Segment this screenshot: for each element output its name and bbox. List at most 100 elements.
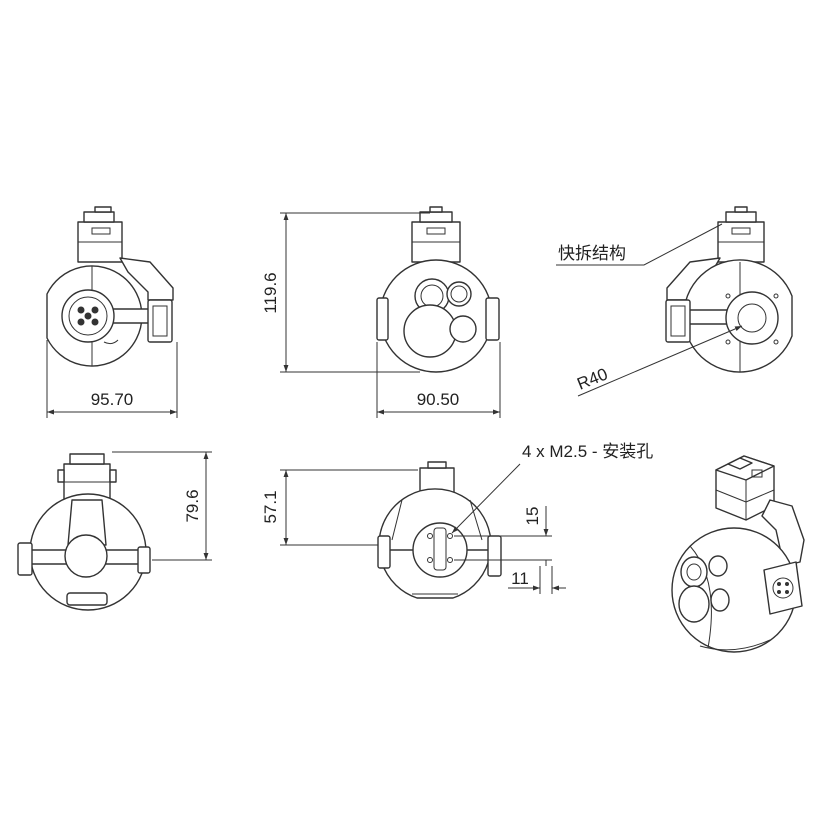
top-view: 79.6 — [17, 451, 212, 611]
mount-seam — [715, 489, 747, 503]
body-seam — [689, 545, 712, 649]
lens-zoom — [403, 304, 457, 358]
lens-aux — [710, 588, 730, 612]
lens-small — [708, 555, 728, 577]
mount-hole — [447, 557, 453, 563]
dimension-label: 90.50 — [417, 390, 460, 409]
motor-block — [665, 299, 691, 343]
screw-hole — [725, 293, 731, 299]
leader-line — [556, 223, 723, 266]
lens-array — [678, 555, 730, 623]
mount-tab — [429, 206, 443, 213]
left-motor — [17, 542, 33, 576]
bottom-slot — [66, 592, 108, 606]
mount-hole — [447, 533, 453, 539]
dimension-label: 119.6 — [261, 272, 280, 313]
dimension-label: 79.6 — [183, 489, 202, 522]
dimension-label: 11 — [511, 569, 529, 588]
bottom-view: 57.1 4 x M2.5 - 安装孔 15 11 — [261, 442, 653, 599]
screw-hole — [773, 293, 779, 299]
motor-dot — [785, 590, 789, 594]
center-hub — [64, 534, 108, 578]
lens-dot — [91, 306, 99, 314]
quick-release-mount — [717, 206, 765, 263]
lens-inner-ring — [68, 296, 108, 336]
mount-plate — [412, 522, 468, 578]
left-motor — [377, 535, 391, 569]
lens-aux — [449, 315, 477, 343]
lens-zoom — [678, 585, 710, 623]
callout-quick-release: 快拆结构 — [556, 223, 723, 266]
mount-tab — [734, 206, 748, 213]
mount-cap — [69, 453, 105, 465]
lens-dot — [91, 318, 99, 326]
leader-line — [577, 325, 743, 397]
mount-cap — [427, 461, 447, 469]
mount-slot — [751, 469, 763, 478]
lens-wide-inner — [686, 563, 702, 581]
front-view: 119.6 90.50 — [261, 206, 501, 418]
dimension-height: 57.1 — [261, 469, 418, 546]
quick-release-mount — [715, 455, 775, 521]
dimension-label: 57.1 — [261, 490, 280, 523]
mount-hole — [427, 533, 433, 539]
callout-label: 4 x M2.5 - 安装孔 — [522, 442, 653, 461]
lens-dot — [77, 318, 85, 326]
quick-release-mount — [57, 453, 117, 501]
mount-cap — [83, 211, 115, 223]
lens-array — [403, 278, 477, 358]
motor-dot — [777, 582, 781, 586]
mount-plate-inner — [737, 303, 767, 333]
mount-tab — [109, 469, 117, 483]
dimension-width: 95.70 — [46, 340, 178, 418]
lens-wide — [680, 556, 708, 588]
body-detail — [699, 639, 771, 651]
screw-hole — [773, 339, 779, 345]
lens-dot — [84, 312, 92, 320]
right-motor — [485, 297, 500, 341]
mount-hole — [427, 557, 433, 563]
mount-tab — [57, 469, 65, 483]
dimension-label: 95.70 — [91, 390, 134, 409]
callout-label: 快拆结构 — [558, 244, 626, 263]
mount-seam — [745, 489, 775, 503]
quick-release-mount — [411, 206, 461, 263]
right-motor — [487, 535, 502, 577]
dimension-height: 119.6 — [261, 212, 430, 373]
body-detail — [103, 339, 119, 345]
body-detail — [391, 499, 483, 541]
mount-slot — [731, 227, 751, 235]
lens-dot — [77, 306, 85, 314]
dimension-hole-spacing-horizontal: 11 — [508, 566, 566, 594]
dimension-width: 90.50 — [376, 342, 501, 418]
left-motor — [376, 297, 389, 341]
mount-cap — [725, 211, 757, 223]
mount-tab — [94, 206, 112, 213]
isometric-view — [671, 455, 805, 653]
motor-cap — [772, 577, 794, 599]
dimension-hole-spacing-vertical: 15 — [454, 506, 552, 566]
motor-block — [147, 299, 173, 343]
motor-dot — [777, 590, 781, 594]
dimension-height: 79.6 — [112, 451, 212, 561]
dimension-label: 15 — [523, 507, 542, 526]
motor-block — [763, 561, 803, 615]
motor-detail — [152, 305, 168, 337]
screw-hole — [725, 339, 731, 345]
leader-line — [451, 463, 521, 534]
side-view: 95.70 — [46, 206, 178, 418]
motor-dot — [785, 582, 789, 586]
callout-mount-holes: 4 x M2.5 - 安装孔 — [451, 442, 653, 534]
mount-slot — [91, 227, 111, 235]
back-view: 快拆结构 R40 — [556, 206, 793, 397]
lens-small-inner — [450, 285, 468, 303]
mount-plate — [725, 291, 779, 345]
right-motor — [137, 546, 151, 574]
mount-tab — [727, 457, 753, 470]
quick-release-mount — [77, 206, 123, 263]
yaw-arm — [67, 499, 107, 546]
plate-channel — [433, 527, 447, 571]
lens-assembly — [61, 289, 115, 343]
motor-detail — [670, 305, 686, 337]
